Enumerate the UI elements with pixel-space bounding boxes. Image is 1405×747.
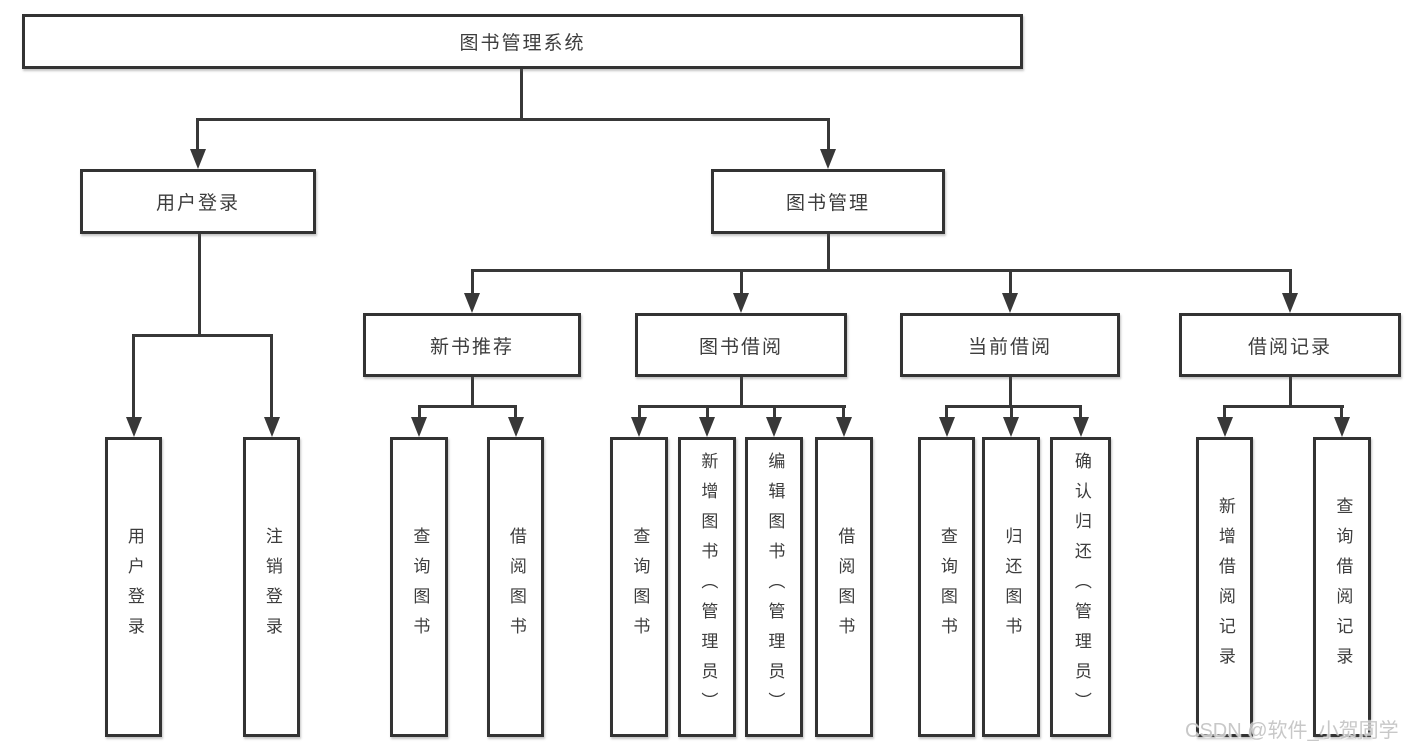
node-book-management: 图书管理 <box>711 169 945 234</box>
connector-shaft-nb-borrow <box>514 405 517 419</box>
leaf-cb-return-books-label: 归还图书 <box>1002 527 1022 647</box>
leaf-bb-borrow-books-label: 借阅图书 <box>835 527 855 647</box>
arrow-head-bb-edit <box>766 417 782 437</box>
node-user-login: 用户登录 <box>80 169 316 234</box>
connector-book-borrow-stem <box>740 377 743 408</box>
node-current-borrow: 当前借阅 <box>900 313 1120 377</box>
connector-new-book-stem <box>471 377 474 408</box>
connector-shaft-new-book <box>471 269 474 295</box>
leaf-nb-borrow-books-label: 借阅图书 <box>506 527 526 647</box>
leaf-bb-edit-books-admin: 编辑图书（管理员） <box>745 437 803 737</box>
leaf-user-login: 用户登录 <box>105 437 162 737</box>
arrow-head-cb-confirm <box>1073 417 1089 437</box>
node-user-login-label: 用户登录 <box>155 193 240 214</box>
leaf-nb-query-books-label: 查询图书 <box>410 527 430 647</box>
arrow-head-bb-borrow <box>836 417 852 437</box>
connector-shaft-book-borrow <box>740 269 743 295</box>
connector-shaft-bb-borrow <box>842 405 845 419</box>
node-library-system-label: 图书管理系统 <box>459 33 586 54</box>
arrow-head-leaf-logout <box>264 417 280 437</box>
leaf-bb-edit-books-admin-label: 编辑图书（管理员） <box>765 452 785 722</box>
connector-book-management-rail <box>471 269 1291 272</box>
connector-user-login-stem <box>198 234 201 336</box>
node-book-management-label: 图书管理 <box>785 193 870 214</box>
leaf-bb-add-books-admin-label: 新增图书（管理员） <box>698 452 718 722</box>
node-current-borrow-label: 当前借阅 <box>967 336 1052 358</box>
leaf-cb-query-books: 查询图书 <box>918 437 975 737</box>
connector-current-borrow-stem <box>1009 377 1012 408</box>
connector-shaft-cb-return <box>1010 405 1013 419</box>
connector-shaft-nb-query <box>418 405 421 419</box>
connector-shaft-leaf-logout <box>270 334 273 419</box>
connector-shaft-bb-edit <box>773 405 776 419</box>
arrow-head-book-management <box>820 149 836 169</box>
connector-book-borrow-rail <box>638 405 846 408</box>
arrow-head-cb-return <box>1003 417 1019 437</box>
arrow-head-book-borrow <box>733 293 749 313</box>
node-library-system: 图书管理系统 <box>22 14 1023 69</box>
connector-shaft-leaf-login <box>132 334 135 419</box>
arrow-head-user-login <box>190 149 206 169</box>
watermark: CSDN @软件_小贺同学 <box>1185 720 1399 742</box>
node-book-borrow: 图书借阅 <box>635 313 847 377</box>
connector-user-login-rail <box>132 334 273 337</box>
arrow-head-new-book <box>464 293 480 313</box>
connector-shaft-borrow-records <box>1289 269 1292 295</box>
connector-shaft-bb-query <box>638 405 641 419</box>
arrow-head-cb-query <box>939 417 955 437</box>
connector-shaft-current-borrow <box>1009 269 1012 295</box>
leaf-logout: 注销登录 <box>243 437 300 737</box>
leaf-cb-query-books-label: 查询图书 <box>937 527 957 647</box>
node-new-book-recommend: 新书推荐 <box>363 313 581 377</box>
connector-shaft-cb-query <box>945 405 948 419</box>
node-borrow-records: 借阅记录 <box>1179 313 1401 377</box>
connector-shaft-user-login <box>196 118 199 151</box>
arrow-head-nb-query <box>411 417 427 437</box>
connector-shaft-cb-confirm <box>1079 405 1082 419</box>
node-book-borrow-label: 图书借阅 <box>698 336 783 358</box>
connector-borrow-records-rail <box>1223 405 1344 408</box>
connector-borrow-records-stem <box>1289 377 1292 408</box>
connector-current-borrow-rail <box>945 405 1082 408</box>
leaf-bb-borrow-books: 借阅图书 <box>815 437 873 737</box>
leaf-bb-add-books-admin: 新增图书（管理员） <box>678 437 736 737</box>
leaf-nb-borrow-books: 借阅图书 <box>487 437 544 737</box>
connector-book-management-stem <box>827 234 830 271</box>
connector-shaft-br-add <box>1223 405 1226 419</box>
leaf-cb-return-books: 归还图书 <box>982 437 1040 737</box>
leaf-bb-query-books-label: 查询图书 <box>630 527 650 647</box>
leaf-cb-confirm-return-admin: 确认归还（管理员） <box>1050 437 1111 737</box>
connector-shaft-bb-add <box>706 405 709 419</box>
node-borrow-records-label: 借阅记录 <box>1247 336 1332 358</box>
leaf-logout-label: 注销登录 <box>262 527 282 647</box>
arrow-head-nb-borrow <box>508 417 524 437</box>
arrow-head-br-add <box>1217 417 1233 437</box>
leaf-bb-query-books: 查询图书 <box>610 437 668 737</box>
arrow-head-current-borrow <box>1002 293 1018 313</box>
arrow-head-leaf-login <box>126 417 142 437</box>
leaf-cb-confirm-return-admin-label: 确认归还（管理员） <box>1071 452 1091 722</box>
arrow-head-bb-add <box>699 417 715 437</box>
arrow-head-br-query <box>1334 417 1350 437</box>
leaf-nb-query-books: 查询图书 <box>390 437 448 737</box>
leaf-user-login-label: 用户登录 <box>124 527 144 647</box>
leaf-br-query-record-label: 查询借阅记录 <box>1333 497 1353 677</box>
arrow-head-borrow-records <box>1282 293 1298 313</box>
leaf-br-add-record: 新增借阅记录 <box>1196 437 1253 737</box>
node-new-book-recommend-label: 新书推荐 <box>429 336 514 358</box>
connector-root-stem <box>520 69 523 119</box>
leaf-br-add-record-label: 新增借阅记录 <box>1215 497 1235 677</box>
connector-new-book-rail <box>418 405 517 408</box>
leaf-br-query-record: 查询借阅记录 <box>1313 437 1371 737</box>
arrow-head-bb-query <box>631 417 647 437</box>
connector-root-rail <box>196 118 830 121</box>
connector-shaft-br-query <box>1340 405 1343 419</box>
connector-shaft-book-management <box>827 118 830 151</box>
